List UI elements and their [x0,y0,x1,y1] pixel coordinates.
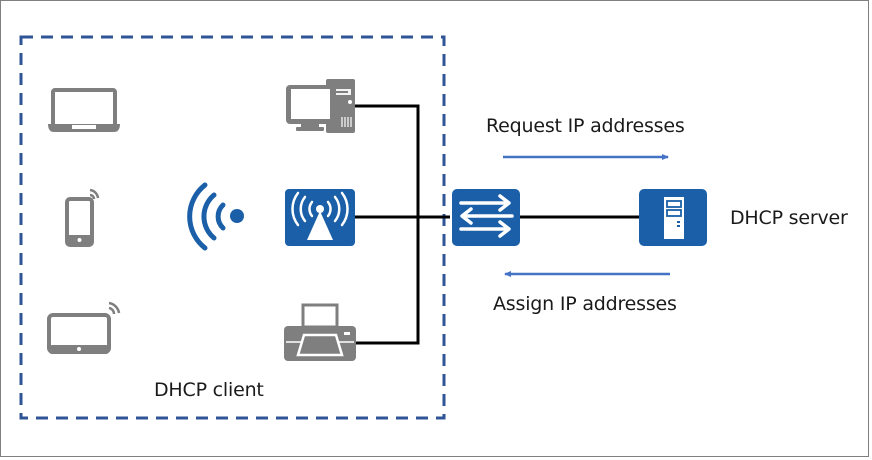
connection-lines [355,104,640,345]
laptop-icon [48,88,120,132]
desktop-computer-icon [286,79,355,133]
request-label: Request IP addresses [486,115,685,137]
access-point-icon [285,189,355,246]
server-icon [639,189,707,246]
printer-icon [284,303,356,361]
switch-icon [452,189,520,246]
tablet-wireless-icon [47,301,121,354]
wifi-signal-icon [187,182,244,251]
smartphone-wireless-icon [65,188,100,247]
assign-label: Assign IP addresses [493,293,677,315]
dhcp-client-label: DHCP client [154,379,264,401]
link-pc [355,104,420,345]
dhcp-server-label: DHCP server [730,207,848,229]
client-group-boundary [19,35,446,420]
